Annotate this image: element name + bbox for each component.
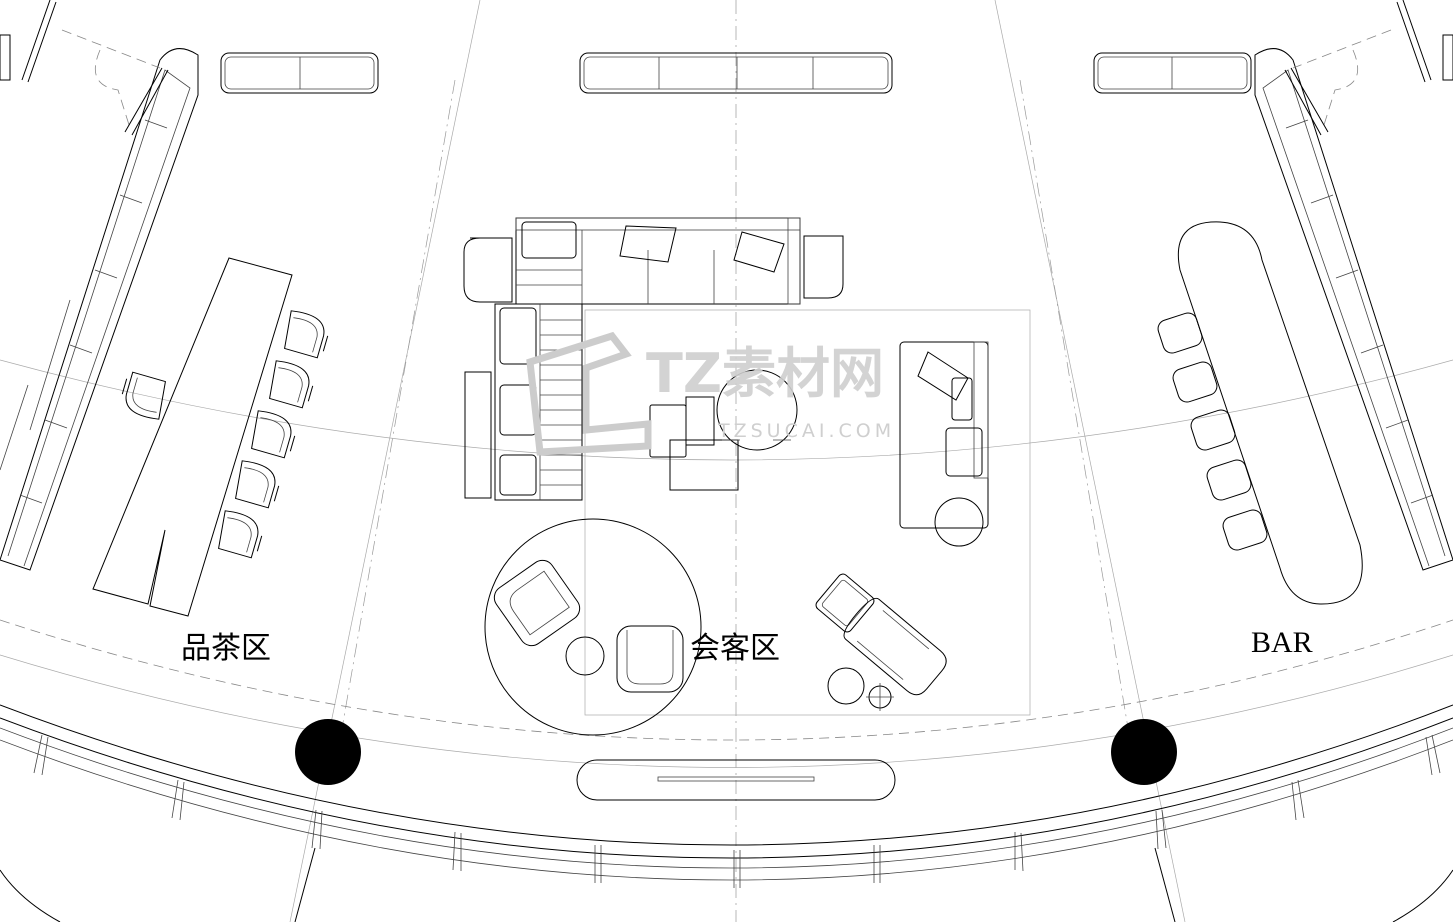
reading-chair [815, 573, 947, 711]
watermark-logo-icon [526, 331, 652, 456]
tea-table [92, 257, 293, 617]
round-rug [484, 518, 702, 736]
tea-chairs [121, 310, 329, 559]
doors [0, 0, 1453, 136]
column-left [295, 719, 361, 785]
curved-facade [0, 704, 1453, 888]
right-sofa [899, 341, 989, 547]
right-side-cabinet [1254, 48, 1453, 571]
console-table [576, 759, 896, 801]
watermark-brand: TZ素材网 [646, 342, 884, 405]
column-right [1111, 719, 1177, 785]
zone-label-reception: 会客区 [690, 631, 780, 666]
lounge-chairs [493, 559, 684, 693]
wall-cabinets [220, 52, 1252, 94]
rug [584, 309, 1031, 716]
bar-counter [1177, 221, 1363, 605]
watermark-site: TZSUCAI.COM [717, 420, 895, 442]
zone-label-tea: 品茶区 [181, 631, 271, 666]
zone-label-bar: BAR [1251, 626, 1313, 659]
lower-walls [0, 847, 1453, 922]
bar-stools [1157, 312, 1268, 551]
sectional-sofa [463, 217, 844, 501]
watermark: TZ素材网 TZSUCAI.COM [526, 331, 895, 456]
left-side-cabinet [0, 48, 199, 571]
